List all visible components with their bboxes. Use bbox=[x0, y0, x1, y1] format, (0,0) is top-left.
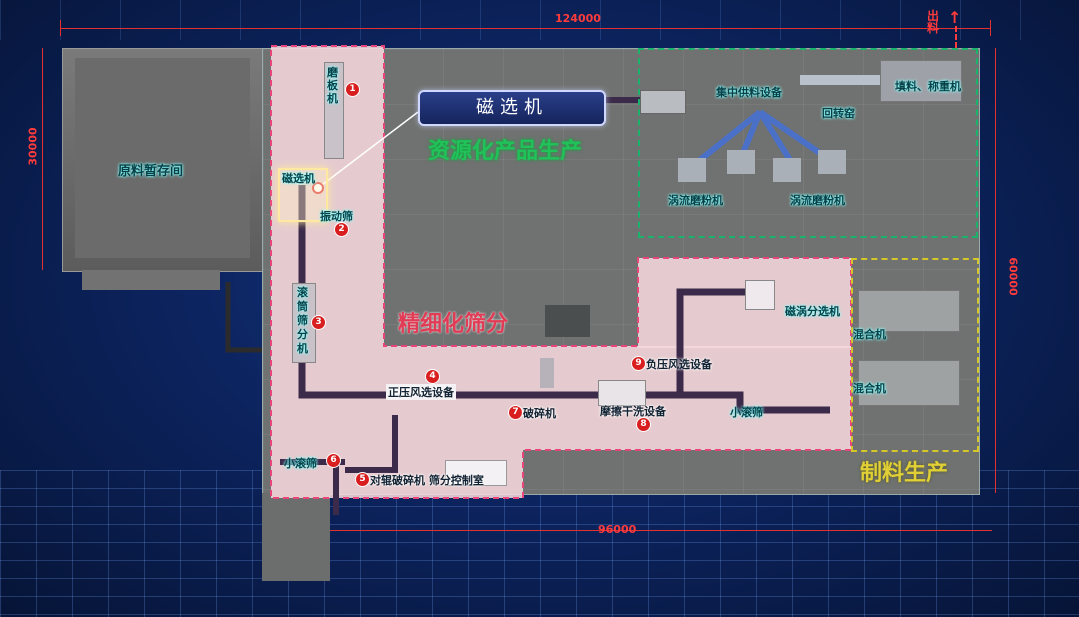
step-1-label: 磨板机 bbox=[327, 66, 338, 105]
step-5-label: 对辊破碎机 筛分控制室 bbox=[370, 474, 484, 487]
material-zone-outline bbox=[851, 258, 979, 452]
magnetic-separator-box bbox=[278, 168, 328, 222]
crusher-machine bbox=[540, 358, 554, 388]
step-4-badge: 4 bbox=[425, 369, 440, 384]
eddy-separator-label: 磁涡分选机 bbox=[785, 305, 840, 318]
resource-zone-outline bbox=[638, 48, 978, 238]
step-5-badge: 5 bbox=[355, 472, 370, 487]
mill-1-right bbox=[727, 150, 755, 174]
raw-storage-inner bbox=[75, 58, 250, 258]
control-room-box bbox=[445, 460, 507, 486]
step-1-badge: 1 bbox=[345, 82, 360, 97]
mixer-2-label: 混合机 bbox=[853, 382, 886, 395]
top-grid bbox=[0, 0, 1079, 40]
step-4-label: 正压风选设备 bbox=[386, 384, 456, 400]
step-3-badge: 3 bbox=[311, 315, 326, 330]
step-2-badge: 2 bbox=[334, 222, 349, 237]
resource-zone-title: 资源化产品生产 bbox=[428, 139, 583, 164]
friction-cleaner bbox=[598, 380, 646, 406]
dim-tick-top-left bbox=[60, 20, 61, 36]
mill-2-left bbox=[773, 158, 801, 182]
dim-line-right bbox=[995, 48, 996, 493]
mill-2-right bbox=[818, 150, 846, 174]
eddy-box bbox=[745, 280, 775, 310]
mixer-1-label: 混合机 bbox=[853, 328, 886, 341]
dim-tick-top-right bbox=[990, 20, 991, 36]
dim-bottom-label: 96000 bbox=[598, 523, 637, 536]
feed-weigh-label: 填料、称重机 bbox=[895, 80, 961, 93]
feed-machine-box bbox=[880, 60, 962, 102]
step-9-label: 负压风选设备 bbox=[646, 358, 712, 371]
hopper-box bbox=[640, 90, 686, 114]
step-8-badge: 8 bbox=[636, 417, 651, 432]
exit-arrow-icon: ↑ bbox=[948, 8, 962, 27]
lower-left-column bbox=[262, 493, 330, 581]
step-7-label: 破碎机 bbox=[523, 407, 556, 420]
vortex-mill-1-label: 涡流磨粉机 bbox=[668, 194, 723, 207]
mill-1-left bbox=[678, 158, 706, 182]
step-7-badge: 7 bbox=[508, 405, 523, 420]
material-zone-title: 制料生产 bbox=[860, 461, 949, 486]
magnetic-left-label: 磁选机 bbox=[282, 172, 315, 185]
mixer-1-box bbox=[858, 290, 960, 332]
dim-line-bottom bbox=[262, 530, 992, 531]
fine-zone-fill-right bbox=[638, 258, 851, 348]
dim-line-left bbox=[42, 48, 43, 270]
step-6-label: 小滚筛 bbox=[284, 457, 317, 470]
rotary-kiln-label: 回转窑 bbox=[822, 107, 855, 120]
step-3-label: 滚筒筛分机 bbox=[297, 286, 308, 355]
dim-top-label: 124000 bbox=[555, 12, 601, 25]
raw-storage-lower-block bbox=[82, 270, 220, 290]
small-drum-right-label: 小滚筛 bbox=[730, 406, 763, 419]
fine-zone-machine bbox=[545, 305, 590, 337]
exit-dashed-line bbox=[955, 26, 957, 48]
step-2-label: 振动筛 bbox=[320, 210, 353, 223]
exit-label: 出料 bbox=[927, 9, 940, 35]
dim-line-top bbox=[60, 28, 990, 29]
fine-zone-title: 精细化筛分 bbox=[398, 312, 509, 337]
raw-storage-label: 原料暂存间 bbox=[118, 164, 184, 179]
mixer-2-box bbox=[858, 360, 960, 406]
step-8-label: 摩擦干洗设备 bbox=[600, 405, 666, 418]
board-machine bbox=[324, 62, 344, 159]
step-6-badge: 6 bbox=[326, 453, 341, 468]
vortex-mill-2-label: 涡流磨粉机 bbox=[790, 194, 845, 207]
magnetic-separator-callout: 磁选机 bbox=[418, 90, 606, 126]
central-supply-label: 集中供料设备 bbox=[716, 86, 782, 99]
step-9-badge: 9 bbox=[631, 356, 646, 371]
